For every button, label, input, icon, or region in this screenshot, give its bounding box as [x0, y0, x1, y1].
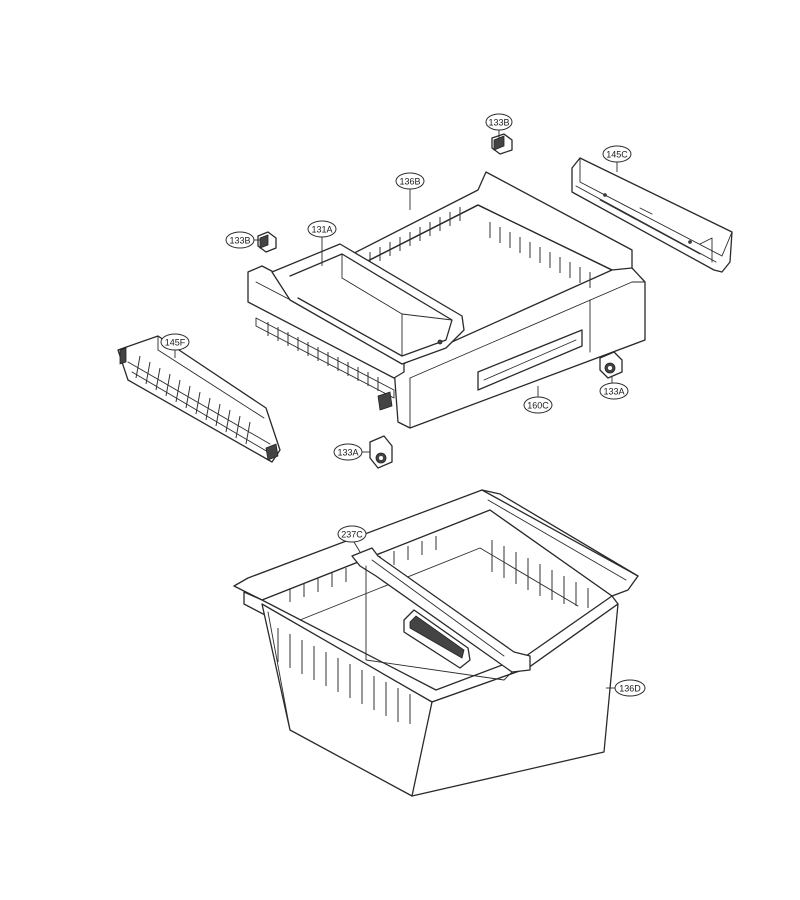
callout-133a-right — [599, 382, 629, 400]
callout-131a-label: 131A — [311, 225, 332, 235]
callout-133a-left — [333, 443, 363, 461]
part-133b-clip-left[interactable] — [257, 231, 277, 253]
part-145f-rail[interactable] — [117, 335, 281, 463]
callout-136d-label: 136D — [619, 684, 641, 694]
callout-133b-top — [485, 113, 513, 131]
callouts: 133B 145C 136B 133B 131A 145F 133A 160C — [160, 113, 646, 697]
part-131a-inner-bin[interactable] — [271, 243, 465, 365]
callout-237c — [337, 525, 367, 543]
callout-145f — [160, 333, 190, 351]
callout-136b — [395, 172, 425, 190]
callout-133a-right-label: 133A — [603, 387, 624, 397]
callout-133b-top-label: 133B — [488, 118, 509, 128]
basket-136d-front-vents — [277, 628, 411, 724]
part-145c-rail[interactable] — [571, 157, 733, 273]
callout-133a-left-label: 133A — [337, 448, 358, 458]
rail-145f-grid — [131, 355, 269, 453]
part-133b-clip-top[interactable] — [491, 133, 513, 155]
part-133a-wheel-left[interactable] — [369, 435, 393, 469]
callout-133b-left — [225, 231, 255, 249]
callout-136d — [614, 679, 646, 697]
callout-131a — [307, 220, 337, 238]
callout-160c-label: 160C — [527, 401, 549, 411]
basket-136d-right-vents — [491, 540, 589, 608]
callout-145c — [602, 145, 632, 163]
callout-145c-label: 145C — [606, 150, 628, 160]
callout-237c-label: 237C — [341, 530, 363, 540]
callout-136b-label: 136B — [399, 177, 420, 187]
callout-133b-left-label: 133B — [229, 236, 250, 246]
callout-160c — [523, 396, 553, 414]
callout-145f-label: 145F — [165, 338, 186, 348]
part-133a-wheel-right[interactable] — [599, 351, 623, 379]
drawer-136b-vent-slots — [267, 207, 591, 391]
part-237c-divider[interactable] — [351, 547, 531, 681]
